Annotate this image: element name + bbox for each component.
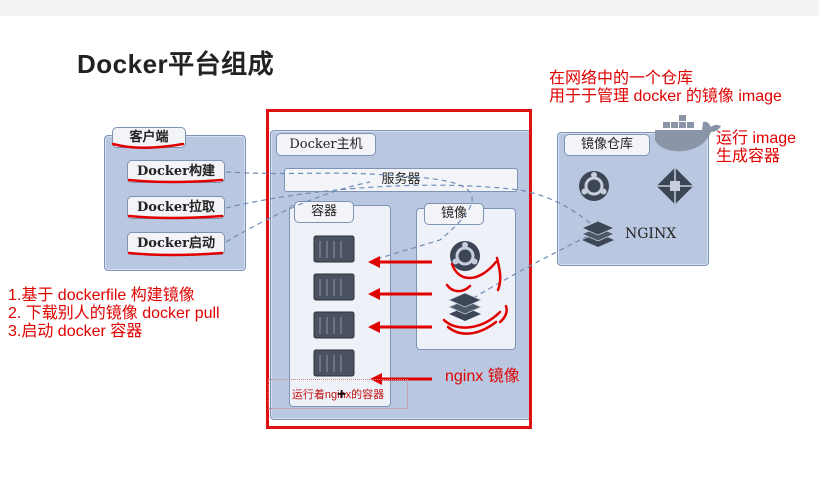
cursor-crosshair-icon: + bbox=[337, 386, 347, 403]
step-2: 2. 下载别人的镜像 docker pull bbox=[8, 305, 220, 322]
centos-icon bbox=[656, 167, 694, 205]
arrow-icon bbox=[368, 288, 432, 300]
server-bar: 服务器 bbox=[284, 168, 518, 192]
nginx-label: NGINX bbox=[625, 226, 677, 242]
registry-note-line-2: 用于于管理 docker 的镜像 image bbox=[549, 88, 782, 105]
docker-whale-icon bbox=[655, 115, 721, 152]
running-container-note: 运行着nginx的容器 bbox=[268, 379, 408, 409]
steps-note: 1.基于 dockerfile 构建镜像 2. 下载别人的镜像 docker p… bbox=[8, 287, 220, 341]
connector-lines bbox=[225, 171, 597, 301]
ubuntu-icon bbox=[579, 171, 609, 201]
run-image-note: 运行 image 生成容器 bbox=[716, 130, 796, 166]
cmd-pull: Docker拉取 bbox=[127, 196, 225, 219]
run-image-note-line-1: 运行 image bbox=[716, 130, 797, 147]
run-image-note-line-2: 生成容器 bbox=[716, 148, 781, 165]
container-server-icon bbox=[313, 349, 355, 377]
page-title: Docker平台组成 bbox=[77, 49, 275, 79]
red-handwriting bbox=[111, 142, 508, 335]
nginx-image-note: nginx 镜像 bbox=[445, 368, 520, 385]
image-nginx-stack-icon bbox=[448, 292, 482, 321]
host-highlight-outline bbox=[266, 109, 532, 429]
arrow-icon bbox=[368, 256, 432, 268]
red-arrows bbox=[368, 256, 432, 385]
registry-note-line-1: 在网络中的一个仓库 bbox=[549, 70, 694, 87]
step-3: 3.启动 docker 容器 bbox=[8, 323, 143, 340]
registry-note: 在网络中的一个仓库 用于于管理 docker 的镜像 image bbox=[549, 70, 782, 106]
container-label: 容器 bbox=[294, 201, 354, 223]
container-icons bbox=[313, 235, 355, 377]
registry-label: 镜像仓库 bbox=[564, 134, 650, 156]
container-server-icon bbox=[313, 273, 355, 301]
step-1: 1.基于 dockerfile 构建镜像 bbox=[8, 287, 195, 304]
arrow-icon bbox=[368, 321, 432, 333]
container-server-icon bbox=[313, 235, 355, 263]
docker-host-label: Docker主机 bbox=[276, 133, 376, 156]
redis-icon bbox=[581, 220, 615, 247]
container-server-icon bbox=[313, 311, 355, 339]
image-ubuntu-icon bbox=[450, 241, 480, 271]
top-band bbox=[0, 0, 819, 16]
